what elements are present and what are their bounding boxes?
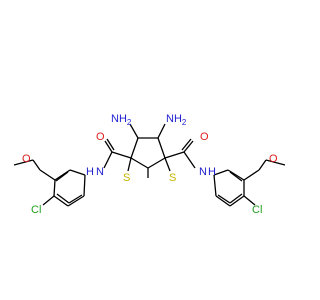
nh2-left-label: NH2 [111, 113, 132, 127]
nh2-right-main: NH [166, 113, 182, 125]
bond-line [217, 194, 231, 204]
bond-line [129, 123, 139, 139]
bond-line [130, 157, 149, 169]
bond-line [106, 138, 115, 151]
bond-line [32, 159, 41, 171]
bond-line [83, 174, 86, 197]
bond-line [265, 159, 286, 166]
chlorine-right: Cl [252, 204, 262, 216]
bond-line [258, 159, 267, 171]
amide-nitrogen-right: N [199, 166, 207, 178]
chlorine-left: Cl [31, 204, 41, 216]
bond-line [164, 157, 171, 172]
nh2-left-main: NH [111, 113, 127, 125]
bond-line [56, 193, 70, 204]
bond-line [181, 138, 192, 151]
amide-hydrogen-right: H [208, 166, 216, 178]
bond-line [243, 195, 256, 206]
bond-line [157, 123, 166, 139]
bond-line [215, 195, 231, 207]
bond-line [227, 169, 245, 181]
molecule-structure-drawing: NH2 NH2 O O N H N H S S O O Cl Cl [13, 113, 286, 216]
bond-line [213, 169, 229, 176]
amide-hydrogen-left: H [86, 166, 94, 178]
bond-line [42, 195, 55, 206]
nh2-right-label: NH2 [166, 113, 187, 127]
bond-line [229, 171, 243, 182]
methoxy-oxygen-left: O [22, 153, 31, 165]
nh2-left-subscript: 2 [127, 118, 132, 127]
bond-line [183, 151, 196, 169]
carbonyl-oxygen-left: O [96, 131, 105, 143]
bond-line [55, 171, 69, 182]
amide-nitrogen-left: N [96, 166, 104, 178]
bond-line [213, 174, 217, 197]
bond-line [68, 194, 83, 204]
bond-line [13, 159, 34, 166]
carbonyl-oxygen-right: O [200, 131, 209, 143]
bond-line [229, 195, 245, 207]
atom-labels: NH2 NH2 O O N H N H S S O O Cl Cl [22, 113, 278, 216]
bond-line [130, 137, 139, 159]
nh2-right-subscript: 2 [182, 118, 187, 127]
bond-line [103, 151, 113, 169]
bond-line [67, 195, 85, 207]
bond-lines [13, 123, 286, 207]
bond-line [127, 157, 132, 172]
bond-line [53, 195, 69, 207]
bond-line [157, 137, 166, 159]
bond-line [229, 193, 243, 204]
bond-line [39, 169, 56, 181]
bond-line [243, 169, 260, 181]
thiophene-sulfur-right: S [169, 172, 176, 184]
thiophene-sulfur-left: S [123, 172, 130, 184]
bond-line [69, 169, 86, 176]
bond-line [111, 151, 132, 159]
bond-line [147, 157, 166, 169]
bond-line [54, 169, 71, 181]
bond-line [104, 140, 113, 153]
methoxy-oxygen-right: O [269, 153, 278, 165]
bond-line [164, 151, 185, 159]
bond-line [53, 179, 56, 197]
bond-line [183, 140, 194, 153]
